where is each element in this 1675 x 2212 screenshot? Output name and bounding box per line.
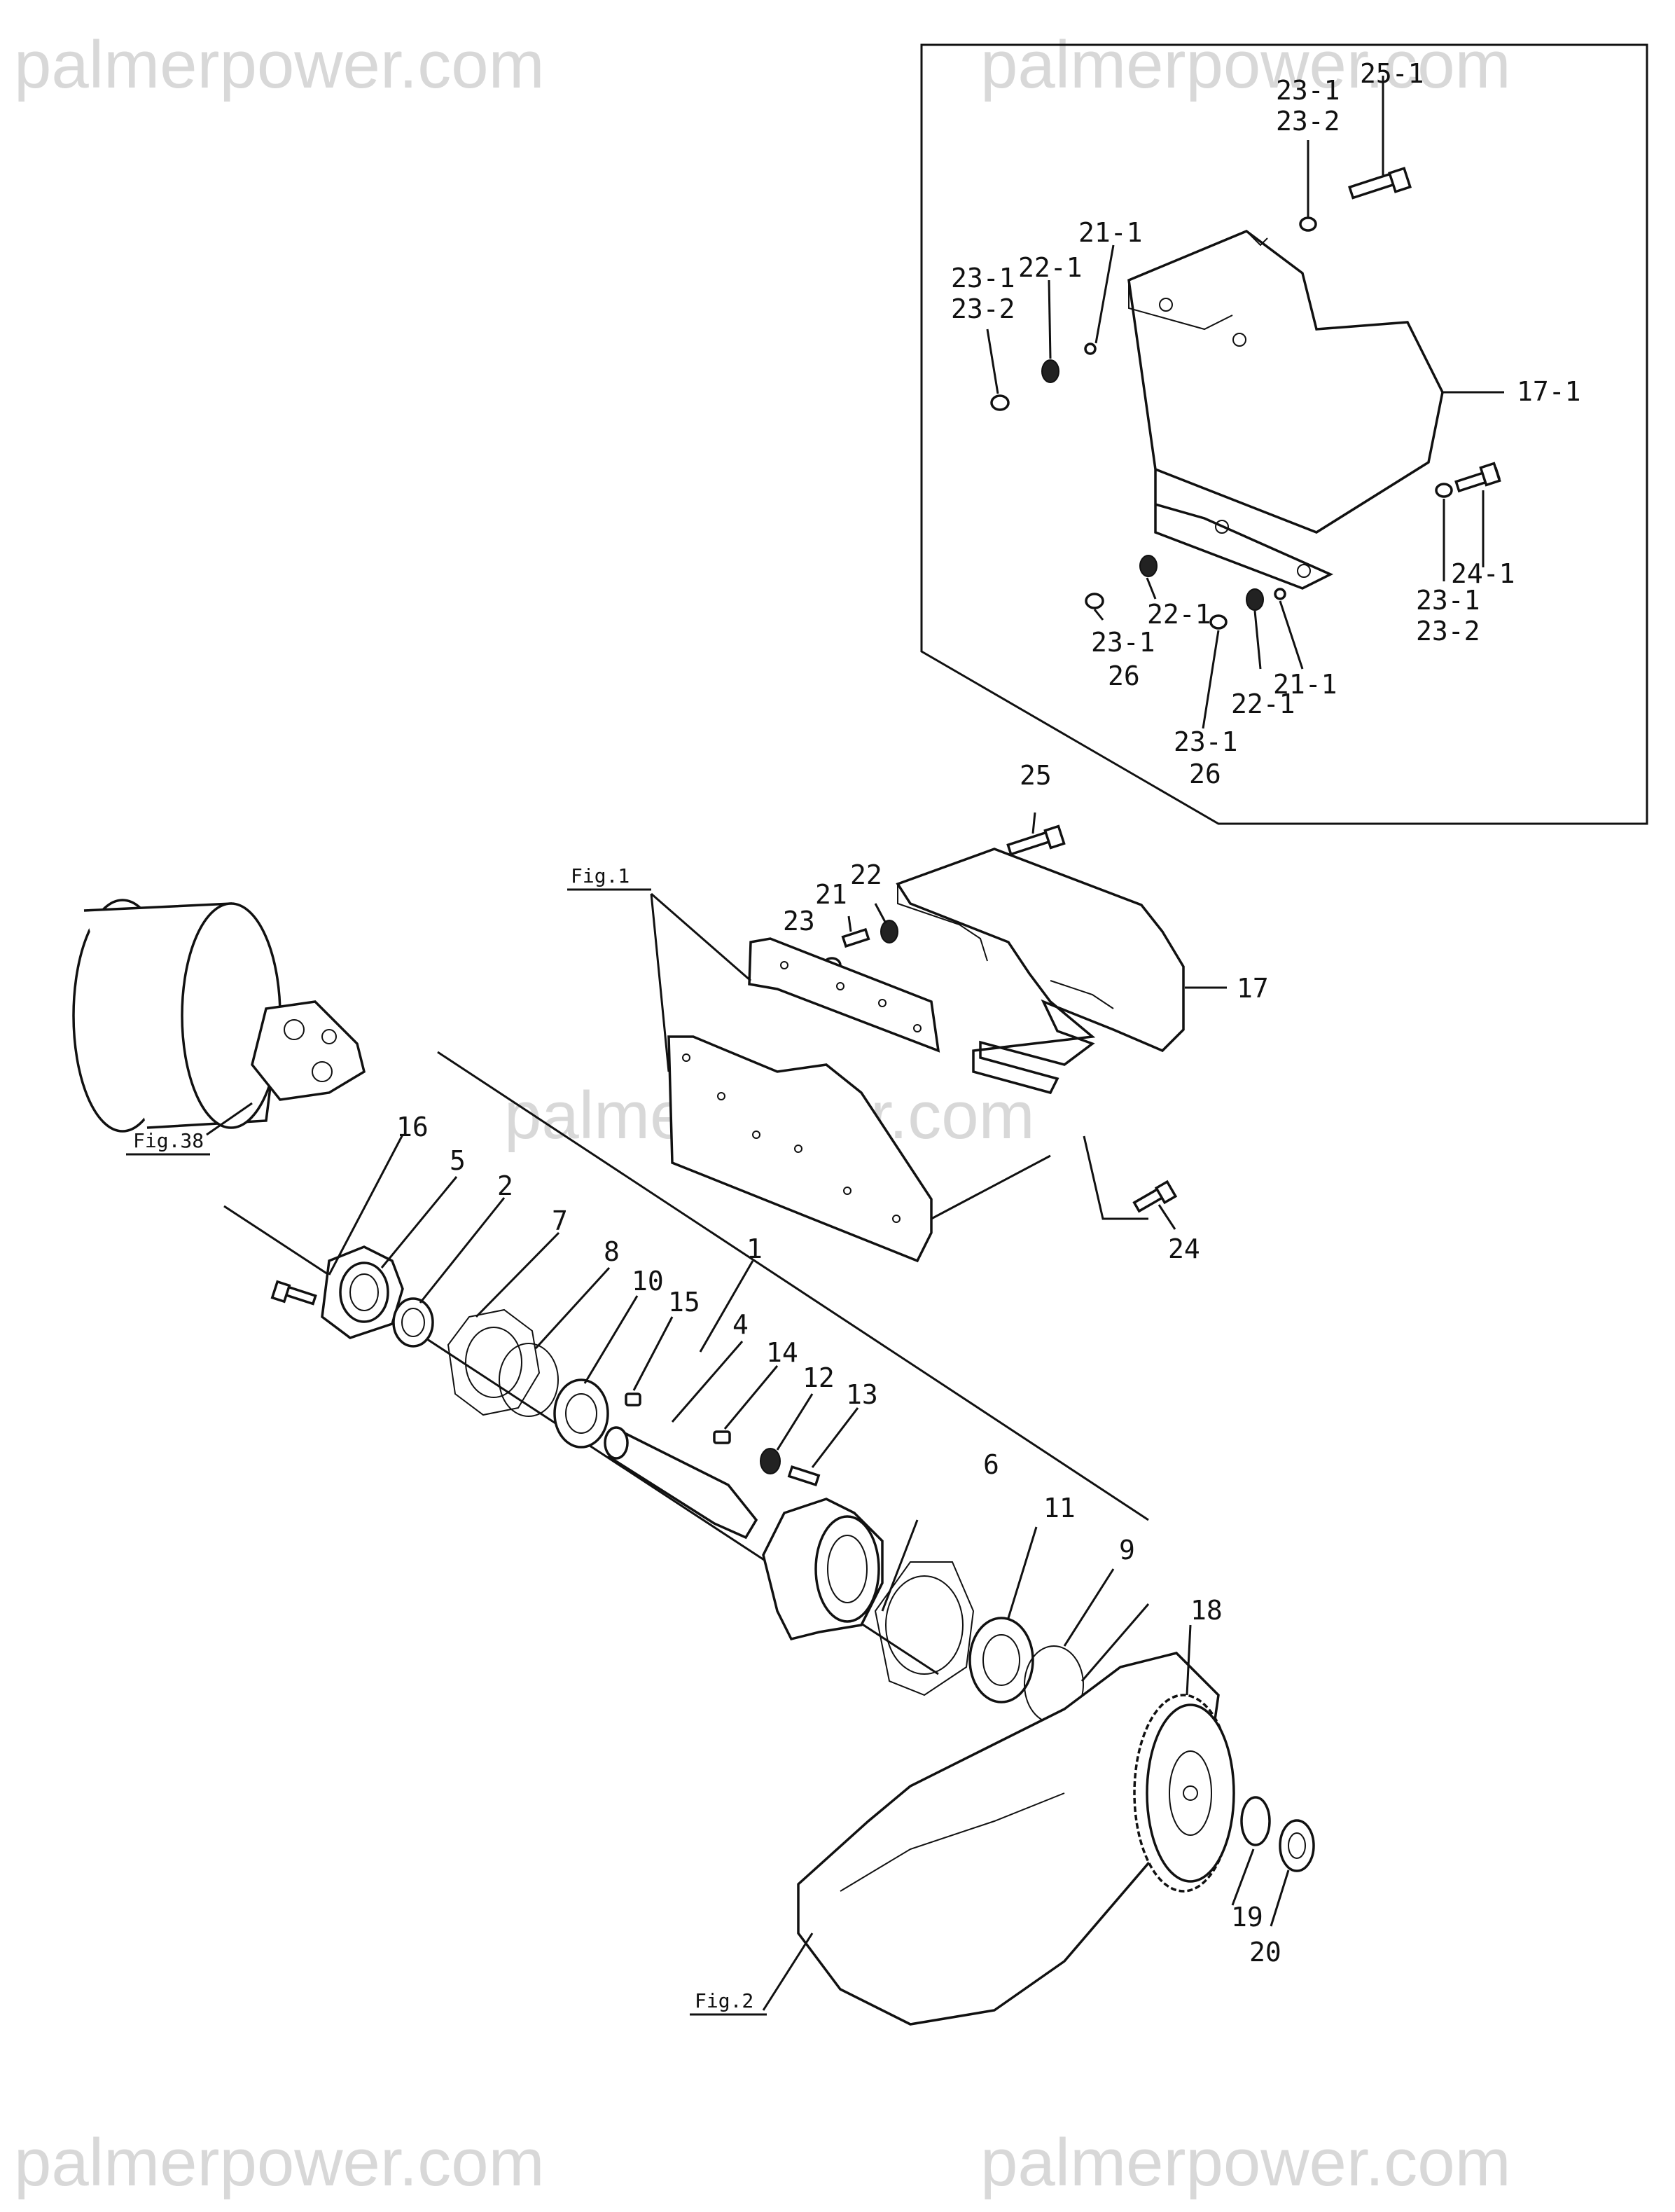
label-25-1: 25-1 — [1360, 58, 1424, 89]
key-14 — [713, 1430, 731, 1444]
label-26-mid: 26 — [1108, 661, 1140, 691]
stud-13 — [787, 1465, 821, 1487]
cover-17-1 — [1127, 230, 1444, 590]
label-14: 14 — [766, 1337, 798, 1368]
label-4: 4 — [732, 1309, 749, 1340]
label-17-1: 17-1 — [1517, 376, 1581, 407]
nut-22-1-low — [1246, 588, 1264, 611]
nut-22 — [880, 920, 898, 943]
label-21: 21 — [815, 879, 847, 910]
label-18: 18 — [1190, 1595, 1223, 1626]
watermark-top-right: palmerpower.com — [980, 27, 1511, 102]
spacer-21 — [841, 927, 870, 948]
label-17: 17 — [1237, 973, 1269, 1004]
label-26-low: 26 — [1189, 759, 1221, 789]
cover-17 — [896, 848, 1185, 1095]
label-7: 7 — [552, 1205, 568, 1236]
label-23: 23 — [783, 906, 815, 936]
label-22-1-top: 22-1 — [1018, 252, 1083, 283]
inset-frame — [920, 43, 1648, 825]
label-23-1-top: 23-1 — [1276, 75, 1340, 106]
label-23-1-right: 23-1 — [1416, 585, 1480, 616]
spacer-21-1-top — [1084, 343, 1097, 355]
label-21-1-top: 21-1 — [1078, 217, 1143, 248]
bolt-24-1 — [1454, 462, 1501, 493]
label-6: 6 — [983, 1449, 999, 1480]
spacer-21-1-low — [1274, 588, 1286, 600]
bearing-11 — [968, 1617, 1034, 1703]
label-1: 1 — [746, 1233, 763, 1264]
label-22: 22 — [850, 859, 882, 890]
label-2: 2 — [497, 1170, 513, 1201]
label-23-2-left: 23-2 — [951, 293, 1015, 324]
seal-2 — [392, 1297, 434, 1348]
washer-23-left — [990, 394, 1010, 411]
label-16: 16 — [396, 1112, 429, 1142]
label-5: 5 — [450, 1145, 466, 1176]
gasket-plate-lower — [667, 1035, 933, 1263]
fig-ref-38: Fig.38 — [133, 1129, 204, 1152]
label-10: 10 — [632, 1266, 664, 1297]
label-24-1: 24-1 — [1451, 558, 1515, 589]
label-24: 24 — [1168, 1233, 1200, 1264]
nut-22-1-mid — [1139, 555, 1158, 577]
label-15: 15 — [668, 1287, 700, 1318]
watermark-bottom-left: palmerpower.com — [14, 2125, 545, 2200]
watermark-bottom-right: palmerpower.com — [980, 2125, 1511, 2200]
inset-detail: 25-1 23-1 23-2 21-1 22-1 23-1 23-2 17-1 … — [920, 43, 1648, 825]
label-21-1-low: 21-1 — [1273, 669, 1337, 700]
bolt-24 — [1132, 1180, 1178, 1213]
nut-20 — [1279, 1819, 1315, 1872]
hydraulic-motor — [72, 899, 366, 1133]
label-22-1-low: 22-1 — [1231, 689, 1295, 719]
label-23-1-low: 23-1 — [1174, 726, 1238, 757]
fig-ref-1: Fig.1 — [571, 864, 630, 887]
key-15 — [625, 1392, 641, 1406]
label-8: 8 — [604, 1236, 620, 1267]
label-23-2-top: 23-2 — [1276, 106, 1340, 137]
label-23-1-left: 23-1 — [951, 263, 1015, 293]
bearing-10 — [553, 1378, 609, 1449]
axis-line-upper — [437, 1051, 1149, 1521]
label-13: 13 — [846, 1379, 878, 1410]
label-20: 20 — [1249, 1937, 1281, 1968]
washer-23-top — [1299, 216, 1317, 232]
flange-5 — [321, 1245, 404, 1339]
nut-12 — [760, 1448, 781, 1474]
bolt-25-1 — [1348, 167, 1412, 200]
bearing-housing-1 — [762, 1498, 884, 1641]
label-12: 12 — [802, 1362, 835, 1393]
snap-ring-8 — [499, 1343, 559, 1417]
label-9: 9 — [1119, 1535, 1135, 1565]
bolt-16 — [270, 1280, 317, 1306]
label-23-1-mid: 23-1 — [1091, 627, 1155, 658]
washer-19 — [1240, 1796, 1271, 1846]
label-19: 19 — [1231, 1902, 1263, 1933]
washer-23-right — [1435, 483, 1453, 498]
watermark-top-left: palmerpower.com — [14, 27, 545, 102]
gasket-plate-upper — [748, 937, 940, 1053]
label-11: 11 — [1043, 1493, 1076, 1523]
label-23-2-right: 23-2 — [1416, 616, 1480, 647]
nut-22-1-top — [1041, 359, 1059, 383]
gasket-6 — [874, 1561, 975, 1696]
label-22-1-mid: 22-1 — [1147, 599, 1211, 630]
fig-ref-2: Fig.2 — [695, 1989, 753, 2012]
washer-23-low — [1209, 614, 1228, 630]
gear-18 — [1133, 1694, 1235, 1893]
gasket-7 — [447, 1308, 541, 1416]
bolt-25 — [1006, 824, 1066, 856]
label-25: 25 — [1020, 760, 1052, 791]
shaft-4 — [604, 1426, 758, 1540]
washer-23-mid — [1085, 593, 1104, 609]
